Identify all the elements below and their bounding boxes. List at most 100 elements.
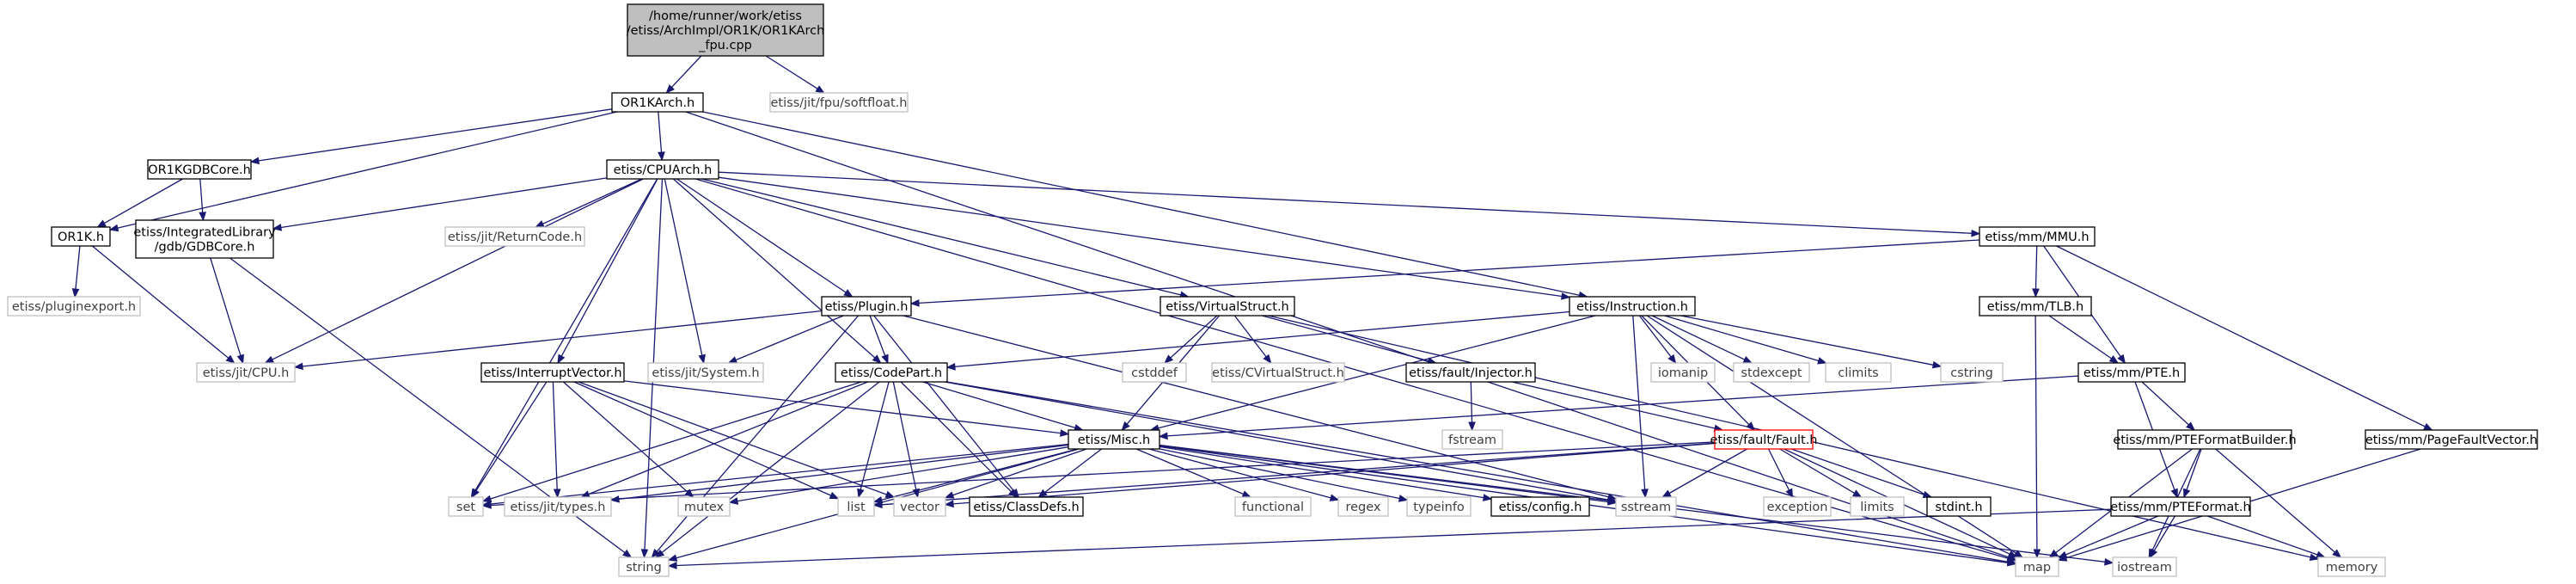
node-stdint[interactable]: stdint.h: [1926, 496, 1992, 517]
node-config[interactable]: etiss/config.h: [1490, 496, 1590, 517]
node-pagefault[interactable]: etiss/mm/PageFaultVector.h: [2365, 429, 2538, 450]
edge-or1kgdbcore-to-or1k: [103, 178, 183, 224]
edge-virtualstruct-to-injector: [1262, 315, 1429, 362]
edge-injector-to-fstream: [1470, 381, 1473, 423]
arrowhead-or1karch-to-cpuarch: [658, 151, 665, 162]
node-functional: functional: [1234, 496, 1312, 517]
node-cstring: cstring: [1940, 362, 2004, 383]
node-pteformat[interactable]: etiss/mm/PTEFormat.h: [2110, 496, 2251, 517]
node-string: string: [618, 556, 670, 577]
node-list: list: [837, 496, 875, 517]
node-injector[interactable]: etiss/fault/Injector.h: [1405, 362, 1536, 383]
node-gdbcore[interactable]: etiss/IntegratedLibrary/gdb/GDBCore.h: [133, 219, 276, 259]
node-virtualstruct[interactable]: etiss/VirtualStruct.h: [1160, 296, 1295, 317]
edge-instruction-to-cstring: [1680, 315, 1934, 366]
edge-mmu-to-tlb: [2034, 245, 2038, 290]
edge-misc-to-regex: [1148, 448, 1331, 499]
edge-codepart-to-classdefs: [900, 381, 1012, 493]
arrowhead-cpuarch-to-interruptvector: [557, 353, 566, 365]
node-sstream-box: [1615, 496, 1677, 517]
node-stdexcept-box: [1733, 362, 1810, 383]
node-tlb[interactable]: etiss/mm/TLB.h: [1979, 296, 2092, 317]
edge-mmu-to-plugin: [918, 239, 1980, 304]
node-returncode-box: [444, 226, 585, 247]
edge-cpuarch-to-mmu: [718, 171, 1973, 234]
edge-instruction-to-iomanip: [1638, 315, 1672, 358]
node-or1kgdbcore[interactable]: OR1KGDBCore.h: [147, 159, 252, 180]
edge-tlb-to-map: [2034, 315, 2038, 550]
arrowhead-cpuarch-to-jitsystem: [698, 353, 706, 365]
node-misc-box: [1068, 429, 1160, 450]
arrowhead-fault-to-exception: [1785, 488, 1794, 499]
node-list-label: list: [847, 501, 866, 514]
node-codepart[interactable]: etiss/CodePart.h: [835, 362, 948, 383]
node-vector: vector: [893, 496, 946, 517]
edge-cpuarch-to-jitsystem: [664, 178, 703, 356]
arrowhead-mmu-to-pte: [2117, 353, 2126, 365]
node-injector-box: [1405, 362, 1536, 383]
edge-cpuarch-to-virtualstruct: [701, 178, 1181, 296]
arrowhead-cpuarch-to-mmu: [1971, 229, 1981, 237]
node-jitcpu-label: etiss/jit/CPU.h: [203, 366, 290, 380]
node-fault-box: [1714, 429, 1814, 450]
node-cvirtualstruct-box: [1211, 362, 1345, 383]
arrowhead-cpuarch-to-jitcpu: [264, 355, 275, 364]
arrowhead-or1karch-to-or1kgdbcore: [249, 157, 260, 165]
node-mmu[interactable]: etiss/mm/MMU.h: [1979, 226, 2096, 247]
arrowhead-interruptvector-to-set: [471, 488, 480, 499]
edge-or1karch-to-instruction: [702, 111, 1580, 296]
edge-misc-to-set: [490, 443, 1069, 505]
arrowhead-misc-to-list: [872, 495, 884, 504]
arrowhead-misc-to-map: [2007, 558, 2017, 567]
node-or1k[interactable]: OR1K.h: [51, 226, 111, 247]
node-string-label: string: [626, 561, 662, 575]
node-typeinfo-box: [1406, 496, 1472, 517]
node-stdint-label: stdint.h: [1935, 501, 1982, 514]
node-misc[interactable]: etiss/Misc.h: [1068, 429, 1160, 450]
arrowhead-fault-to-sstream: [1661, 489, 1672, 498]
node-exception-box: [1763, 496, 1832, 517]
node-ptebuilder[interactable]: etiss/mm/PTEFormatBuilder.h: [2113, 429, 2297, 450]
node-plugin-box: [821, 296, 912, 317]
edge-codepart-to-list: [860, 381, 890, 490]
node-pagefault-label: etiss/mm/PageFaultVector.h: [2365, 433, 2537, 447]
arrowhead-plugin-to-jitsystem: [727, 356, 738, 364]
node-instruction-label: etiss/Instruction.h: [1576, 300, 1688, 314]
node-or1karch[interactable]: OR1KArch.h: [611, 92, 704, 113]
node-exception: exception: [1763, 496, 1832, 517]
edge-fault-to-exception: [1767, 448, 1790, 491]
node-tlb-label: etiss/mm/TLB.h: [1987, 300, 2083, 314]
edge-ptebuilder-to-memory: [2215, 448, 2335, 553]
node-instruction-box: [1569, 296, 1696, 317]
edge-fault-to-vector: [952, 442, 1716, 505]
arrowhead-pte-to-ptebuilder: [2186, 421, 2195, 431]
node-climits-label: climits: [1838, 366, 1878, 380]
node-instruction[interactable]: etiss/Instruction.h: [1569, 296, 1696, 317]
node-classdefs[interactable]: etiss/ClassDefs.h: [969, 496, 1084, 517]
node-cstddef-label: cstddef: [1131, 366, 1178, 380]
edge-or1karch-to-or1k: [117, 111, 617, 229]
arrowhead-pte-to-misc: [1158, 432, 1168, 440]
arrowhead-cpuarch-to-codepart: [872, 354, 882, 364]
node-cpuarch[interactable]: etiss/CPUArch.h: [606, 159, 719, 180]
node-ptebuilder-box: [2117, 429, 2292, 450]
arrowhead-misc-to-iostream: [2104, 558, 2114, 566]
node-pte[interactable]: etiss/mm/PTE.h: [2077, 362, 2186, 383]
node-interruptvector[interactable]: etiss/InterruptVector.h: [480, 362, 625, 383]
arrowhead-instruction-to-climits: [1817, 357, 1827, 365]
graph-nodes: /home/runner/work/etiss/etiss/ArchImpl/O…: [7, 3, 2538, 577]
node-regex-label: regex: [1345, 501, 1380, 514]
edge-codepart-to-map: [946, 381, 2009, 562]
node-plugin[interactable]: etiss/Plugin.h: [821, 296, 912, 317]
node-iostream-box: [2112, 556, 2177, 577]
node-exception-label: exception: [1767, 501, 1828, 514]
edge-pte-to-misc: [1166, 375, 2079, 437]
node-typeinfo: typeinfo: [1406, 496, 1472, 517]
arrowhead-misc-to-config: [1482, 494, 1493, 501]
edge-pteformat-to-string: [676, 508, 2112, 567]
edge-or1karch-to-cpuarch: [658, 111, 663, 153]
node-vector-box: [893, 496, 946, 517]
node-jittypes-box: [504, 496, 612, 517]
edge-codepart-to-set: [490, 381, 862, 500]
arrowhead-misc-to-mutex: [728, 497, 739, 505]
